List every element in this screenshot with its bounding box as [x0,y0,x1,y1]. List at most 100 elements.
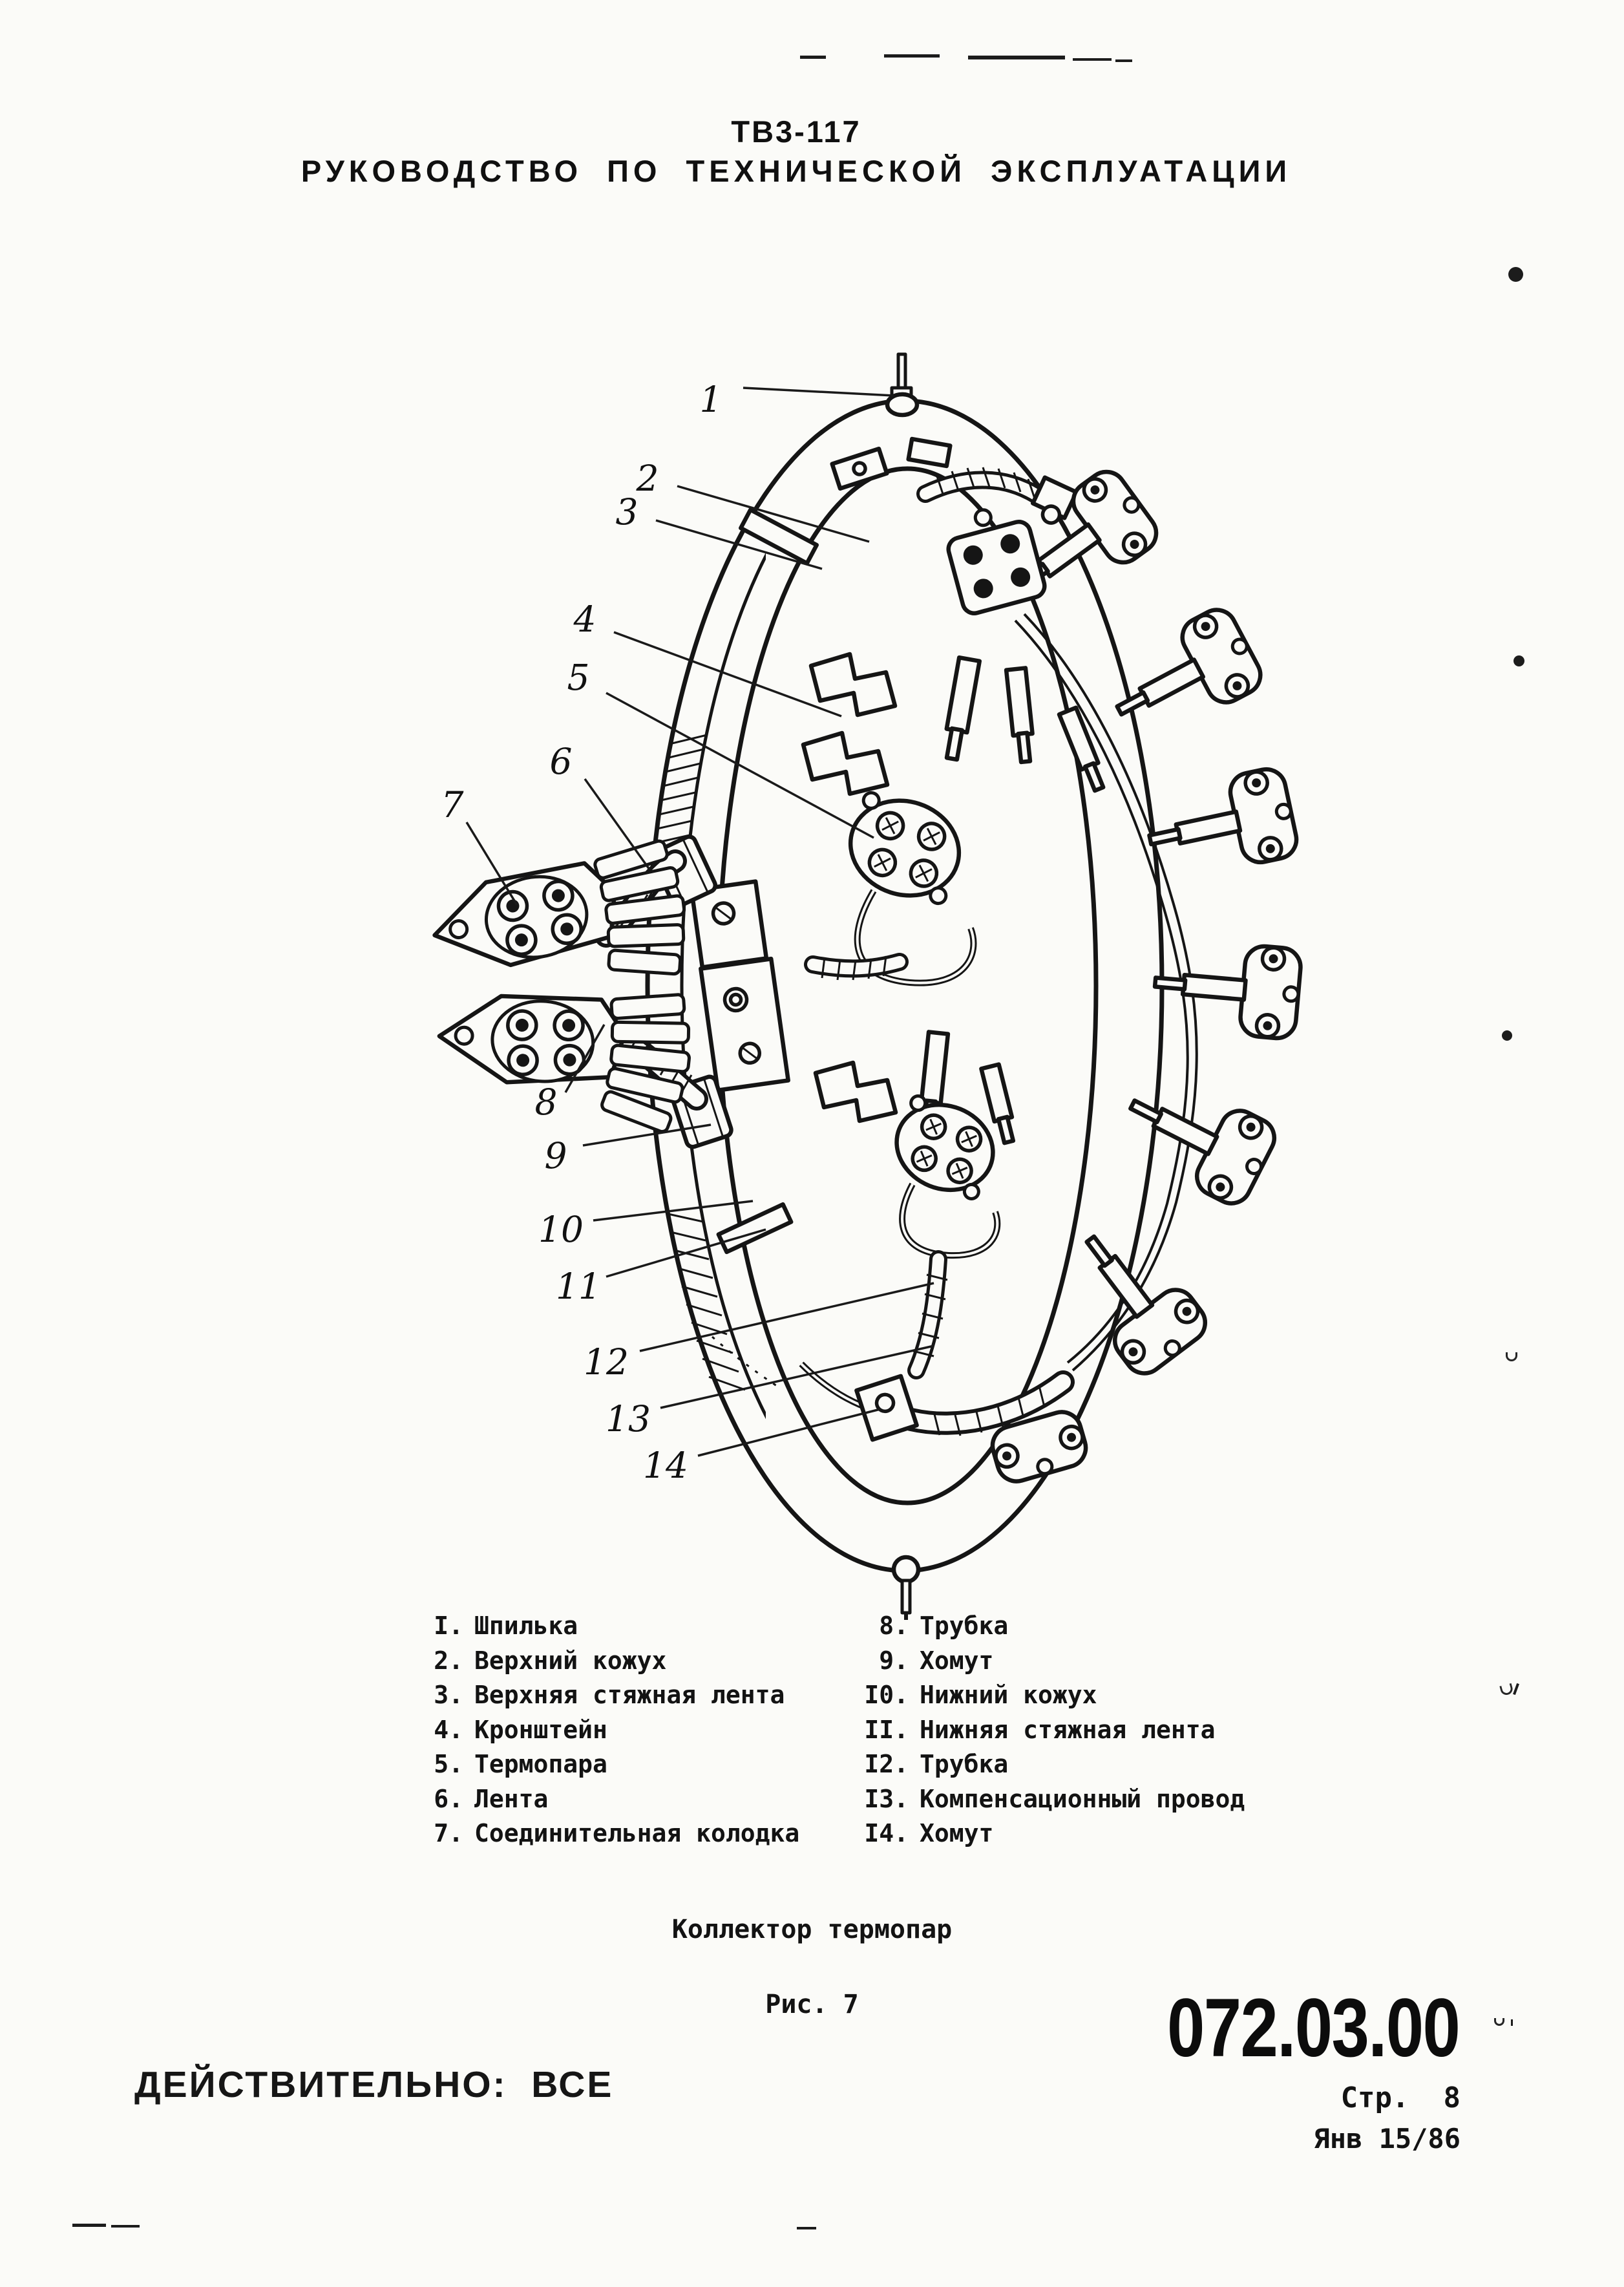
item-label: Верхняя стяжная лента [474,1681,785,1709]
pipe [804,953,909,981]
item-label: Лента [474,1784,549,1813]
stud-top [885,352,920,418]
callout-5: 5 [567,657,590,698]
document-subtitle: РУКОВОДСТВО ПО ТЕХНИЧЕСКОЙ ЭКСПЛУАТАЦИИ [301,154,1292,188]
callout-leader-lines [465,387,934,1457]
probe [1004,666,1035,765]
tie-band-strap [716,1202,794,1255]
item-number: 4. [434,1715,463,1744]
scan-artifact [797,2227,816,2229]
item-number: 7. [434,1819,463,1847]
figure-drawing: 1 2 3 4 5 6 7 8 9 10 11 12 13 14 [432,352,1303,1620]
scan-artifact [1508,267,1523,282]
item-number: 2. [434,1646,463,1675]
figure-caption: Коллектор термопар [671,1915,953,1944]
callout-13: 13 [606,1398,651,1440]
callout-2: 2 [636,458,659,499]
list-item: I0. Нижний кожух [858,1680,1245,1715]
item-label: Трубка [920,1750,1009,1778]
item-label: Нижний кожух [920,1681,1097,1709]
scan-artifact [1494,2018,1504,2026]
callout-numbers: 1 2 3 4 5 6 7 8 9 10 11 12 13 14 [441,379,722,1486]
item-label: Кронштейн [474,1715,607,1744]
probe [944,655,982,762]
list-item: 5. Термопара [417,1749,799,1784]
list-item: 9. Хомут [858,1646,1245,1681]
list-item: 7. Соединительная колодка [417,1818,799,1853]
item-label: Хомут [920,1646,994,1675]
top-fittings [830,436,1079,525]
item-number: I. [434,1612,463,1640]
scan-artifact [111,2225,140,2228]
scan-artifact [800,56,826,59]
revision-date: Янв 15/86 [1313,2123,1461,2154]
thermocouple-unit [1128,1098,1276,1206]
clamp-bottom [854,1374,919,1442]
scan-artifact [1073,58,1112,61]
item-number: 3. [434,1681,463,1709]
item-number: I4. [864,1819,909,1847]
stud-bottom [891,1555,921,1620]
connector-block-upper [432,839,686,976]
item-label: Термопара [474,1750,607,1778]
list-item: I3. Компенсационный провод [858,1784,1245,1819]
callout-14: 14 [643,1445,688,1486]
scan-artifact [1499,1683,1514,1697]
item-label: Трубка [920,1612,1009,1640]
item-label: Компенсационный провод [920,1784,1245,1813]
scan-artifact [72,2224,106,2227]
list-item: 2.Верхний кожух [417,1646,799,1681]
document-title: ТВ3-117 [731,114,861,149]
callout-12: 12 [584,1341,629,1383]
thermocouple-unit [990,1410,1088,1484]
callout-4: 4 [573,599,596,640]
parts-list-right: 8. Трубка 9. Хомут I0. Нижний кожух II.Нижн… [858,1611,1245,1853]
thermocouple-unit [1115,608,1263,717]
callout-8: 8 [535,1081,558,1123]
list-item: 4. Кронштейн [417,1715,799,1750]
joint-plate [689,879,790,1092]
list-item: I. Шпилька [417,1611,799,1646]
thermocouple-head [894,1094,995,1200]
scan-artifact [1506,1352,1517,1361]
list-item: II.Нижняя стяжная лента [858,1715,1245,1750]
thermocouple-unit [1147,767,1299,865]
scan-artifact [1513,1683,1519,1696]
item-number: I0. [864,1681,909,1709]
tube-lower [907,1250,948,1379]
callout-3: 3 [616,491,638,533]
item-number: I2. [864,1750,909,1778]
scan-artifact [968,56,1065,59]
validity-statement: ДЕЙСТВИТЕЛЬНО: ВСЕ [134,2064,614,2105]
lower-band-hatching [668,1213,746,1391]
figure-number: Рис. 7 [765,1990,859,2019]
item-number: 8. [879,1612,909,1640]
list-item: 8. Трубка [858,1611,1245,1646]
list-item: I2. Трубка [858,1749,1245,1784]
page-number: Стр. 8 [1340,2081,1461,2114]
item-number: 5. [434,1750,463,1778]
list-item: 6. Лента [417,1784,799,1819]
thermocouple-unit [1152,944,1303,1041]
parts-list-left: I. Шпилька 2.Верхний кожух 3. Верхняя стяж… [417,1611,799,1853]
probe [1057,705,1106,793]
callout-6: 6 [550,741,573,782]
item-label: Шпилька [474,1612,578,1640]
callout-11: 11 [556,1266,601,1307]
item-number: I3. [864,1784,909,1813]
item-label: Нижняя стяжная лента [920,1715,1216,1744]
callout-1: 1 [700,379,722,420]
scan-artifact [884,54,940,58]
bracket [801,652,898,1123]
item-number: 9. [879,1646,909,1675]
terminal-block-top [946,508,1047,615]
thermocouple-head [848,791,962,906]
thermocouple-unit [1084,1234,1208,1376]
scan-artifact [1513,655,1524,666]
tie-band-strap [739,507,819,566]
item-label: Соединительная колодка [474,1819,800,1847]
callout-9: 9 [545,1135,567,1176]
item-number: 6. [434,1784,463,1813]
scan-artifact [1511,2019,1513,2026]
